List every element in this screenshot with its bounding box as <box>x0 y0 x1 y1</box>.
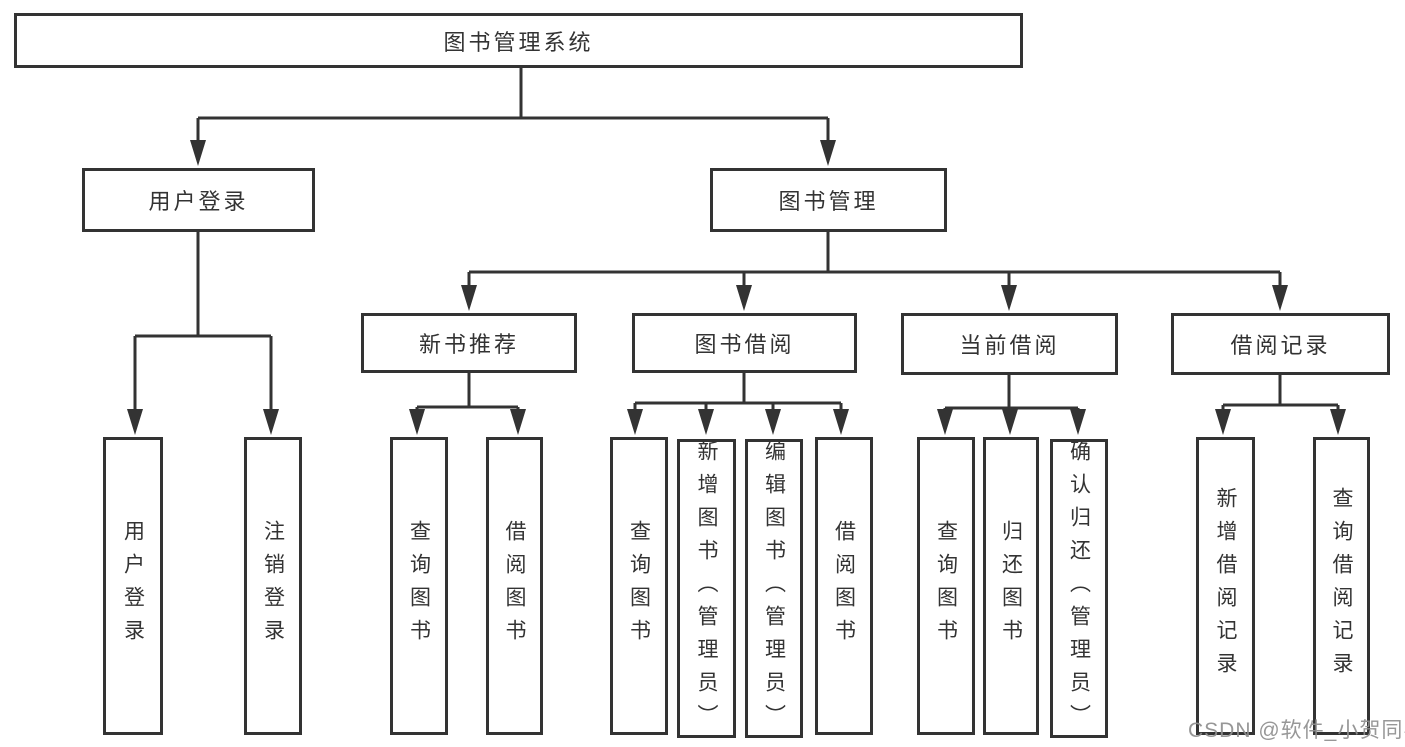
leaf-return-books-label: 归还图书 <box>999 520 1023 652</box>
leaf-confirm-return-admin: 确认归还（管理员） <box>1050 439 1108 738</box>
node-user-login-label: 用户登录 <box>148 189 249 214</box>
node-user-login: 用户登录 <box>82 168 315 232</box>
node-book-borrow-label: 图书借阅 <box>694 332 795 357</box>
leaf-borrow-books: 借阅图书 <box>815 437 873 735</box>
node-new-book-recommend-label: 新书推荐 <box>418 332 519 357</box>
leaf-edit-books-admin-label: 编辑图书（管理员） <box>762 440 786 737</box>
leaf-confirm-return-admin-label: 确认归还（管理员） <box>1067 440 1091 737</box>
edge-book-mgmt-children <box>467 232 1282 289</box>
edge-current-borrow-children <box>943 375 1080 413</box>
leaf-user-login: 用户登录 <box>103 437 163 735</box>
leaf-edit-books-admin: 编辑图书（管理员） <box>745 439 803 738</box>
leaf-logout: 注销登录 <box>244 437 302 735</box>
leaf-query-borrow-record: 查询借阅记录 <box>1313 437 1370 735</box>
node-new-book-recommend: 新书推荐 <box>361 313 577 373</box>
node-borrow-records: 借阅记录 <box>1171 313 1390 375</box>
leaf-user-login-label: 用户登录 <box>121 520 145 652</box>
edge-user-login-children <box>133 232 273 413</box>
leaf-add-borrow-record: 新增借阅记录 <box>1196 437 1255 735</box>
leaf-query-books-borrow: 查询图书 <box>610 437 668 735</box>
node-book-management: 图书管理 <box>710 168 947 232</box>
leaf-return-books: 归还图书 <box>983 437 1039 735</box>
leaf-add-books-admin-label: 新增图书（管理员） <box>695 440 718 737</box>
leaf-query-books-recommend-label: 查询图书 <box>407 520 431 652</box>
edge-new-book-children <box>415 373 520 413</box>
leaf-borrow-books-recommend-label: 借阅图书 <box>503 520 526 652</box>
node-borrow-records-label: 借阅记录 <box>1230 333 1331 358</box>
edge-root-to-level2 <box>196 68 830 144</box>
node-book-management-label: 图书管理 <box>778 189 879 214</box>
leaf-borrow-books-label: 借阅图书 <box>832 520 856 652</box>
leaf-query-books-current-label: 查询图书 <box>934 520 958 652</box>
watermark: CSDN @软件_小贺同学 <box>1188 719 1405 742</box>
node-root-label: 图书管理系统 <box>443 29 594 55</box>
leaf-query-books-borrow-label: 查询图书 <box>627 520 651 652</box>
node-current-borrow-label: 当前借阅 <box>959 333 1060 358</box>
node-book-borrow: 图书借阅 <box>632 313 857 373</box>
edge-book-borrow-children <box>633 373 843 413</box>
leaf-query-books-current: 查询图书 <box>917 437 975 735</box>
leaf-query-borrow-record-label: 查询借阅记录 <box>1330 487 1353 685</box>
leaf-add-books-admin: 新增图书（管理员） <box>677 439 736 738</box>
leaf-borrow-books-recommend: 借阅图书 <box>486 437 543 735</box>
leaf-add-borrow-record-label: 新增借阅记录 <box>1214 487 1237 685</box>
node-current-borrow: 当前借阅 <box>901 313 1118 375</box>
node-root-system: 图书管理系统 <box>14 13 1023 68</box>
leaf-logout-label: 注销登录 <box>261 520 285 652</box>
edge-borrow-records-children <box>1221 375 1340 413</box>
leaf-query-books-recommend: 查询图书 <box>390 437 448 735</box>
